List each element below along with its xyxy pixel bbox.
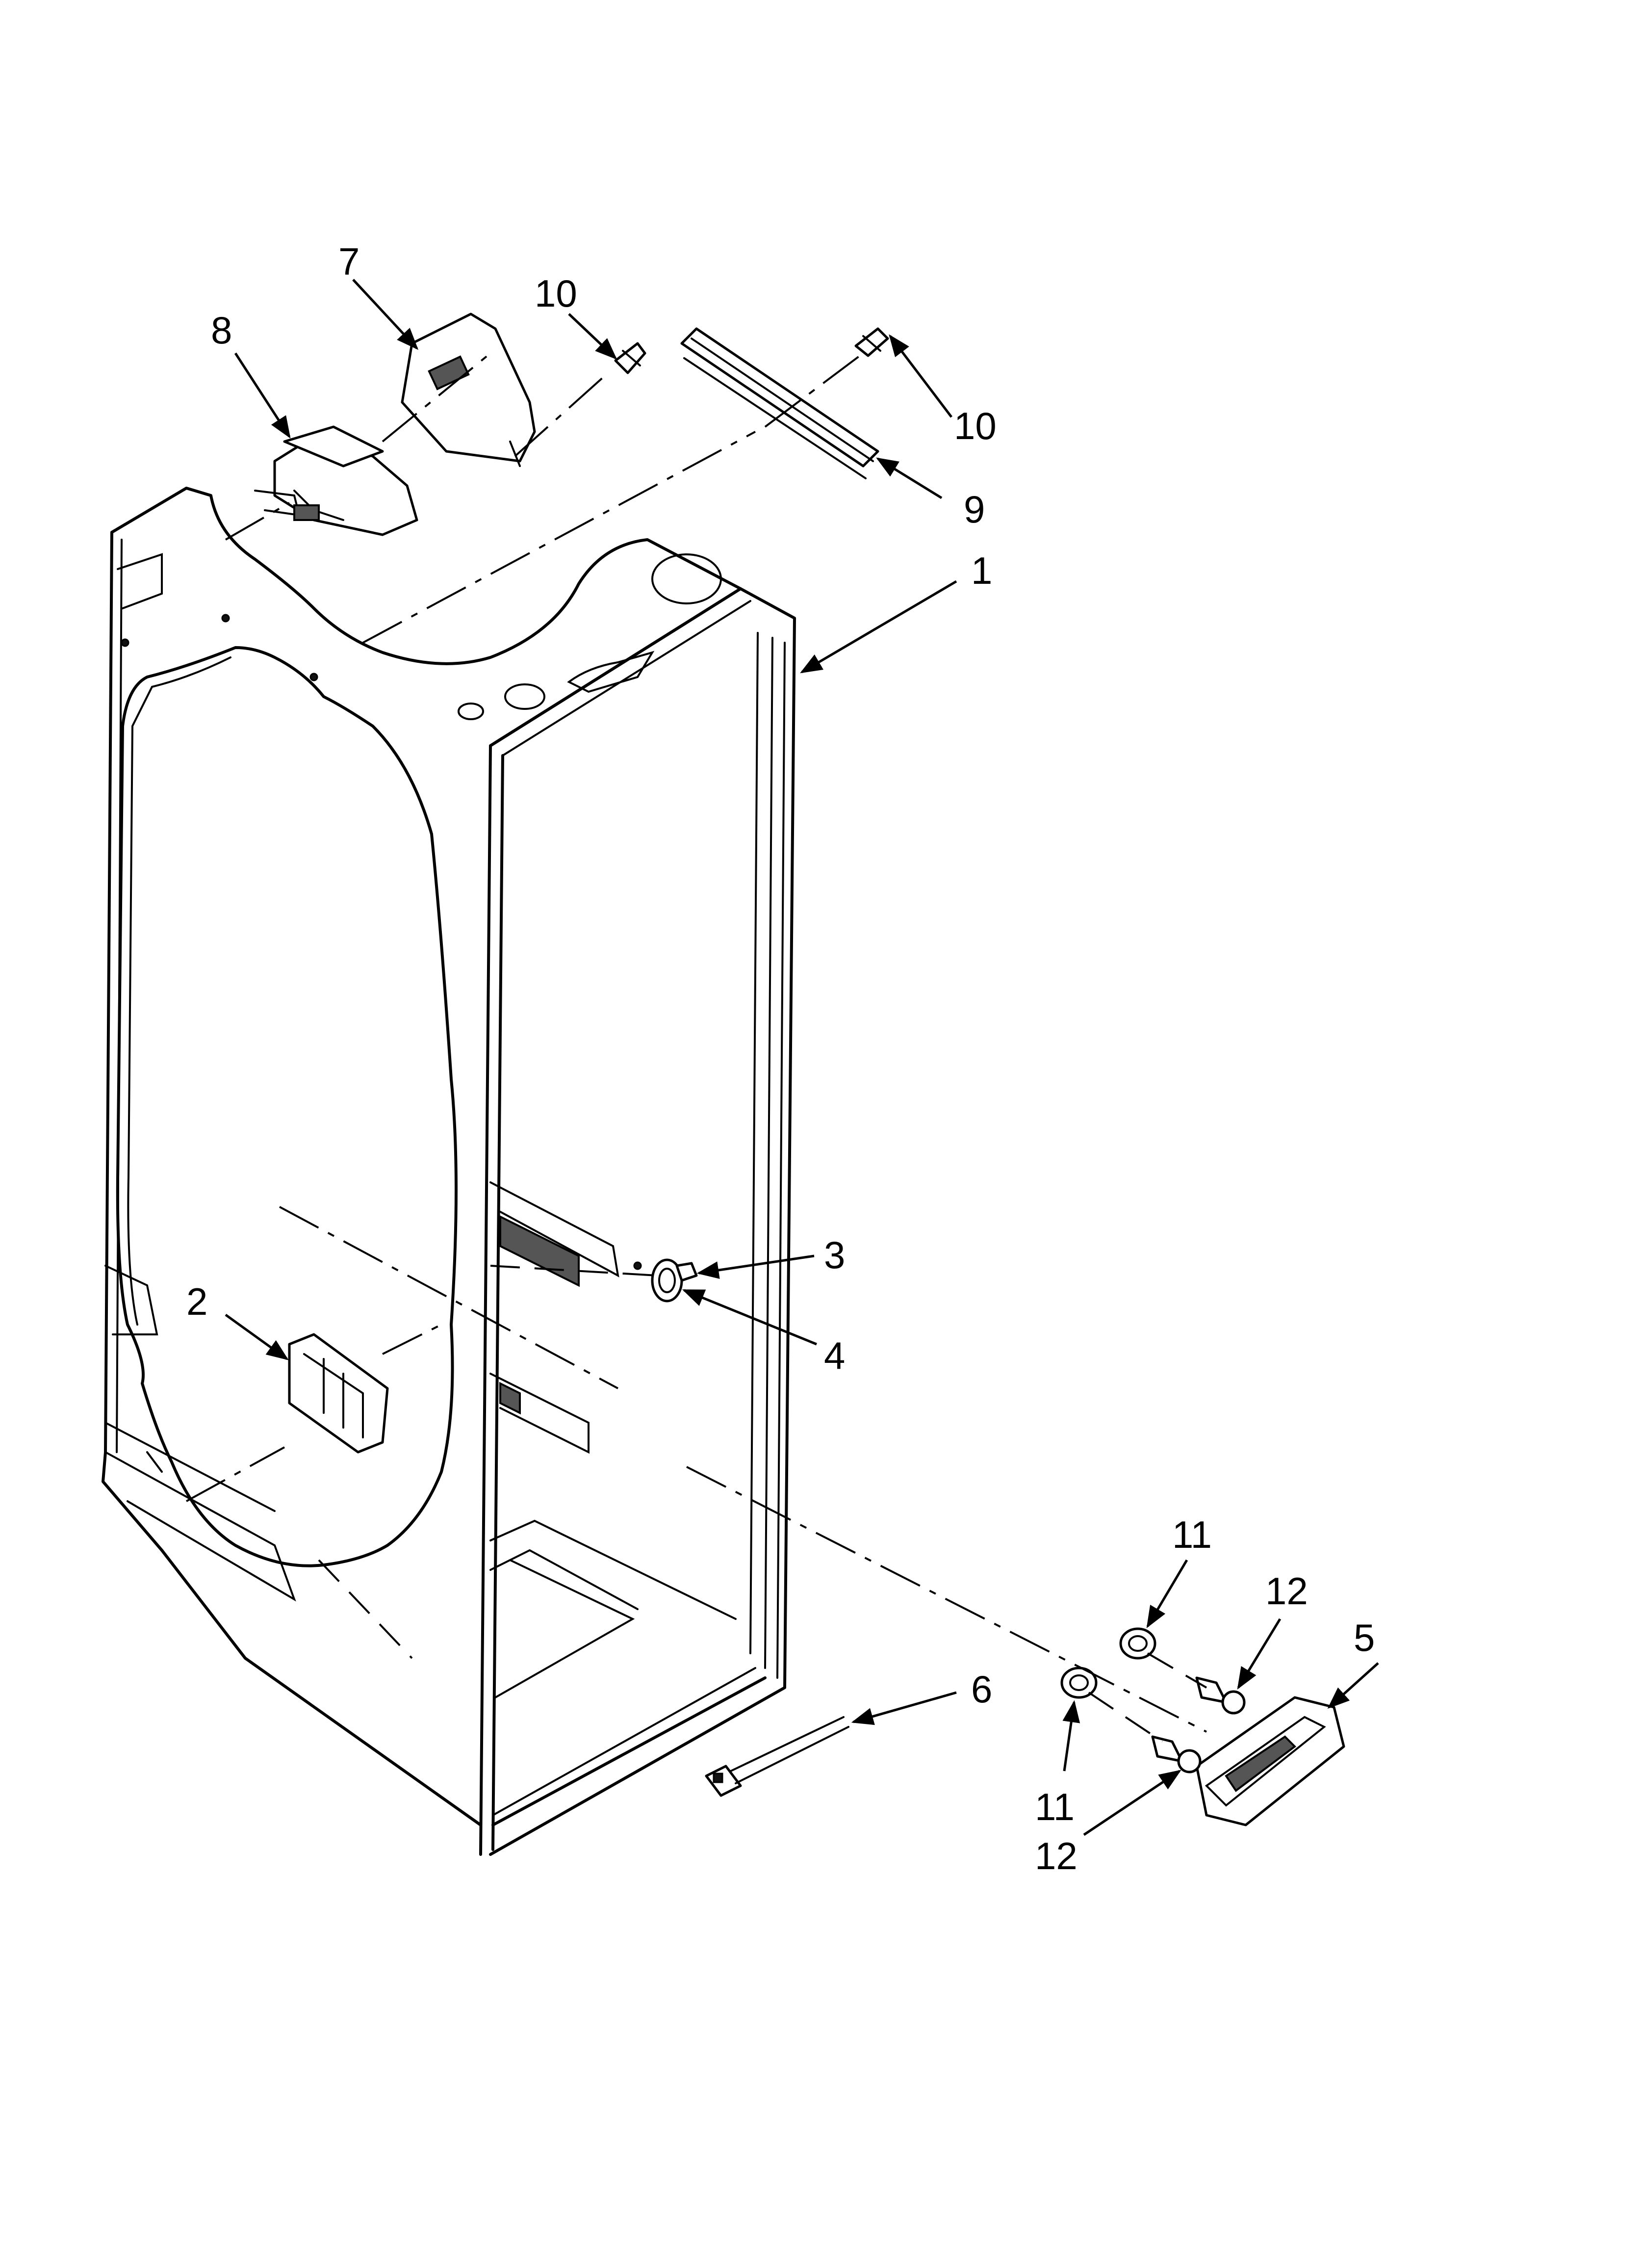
callout-12: 12 [1035, 1834, 1078, 1877]
callout-11: 11 [1172, 1513, 1212, 1556]
callout-7: 7 [338, 240, 359, 283]
light-housing [1195, 1696, 1345, 1826]
socket-11b [1060, 1667, 1098, 1699]
screw-10a [614, 342, 646, 374]
plate [288, 1333, 389, 1454]
callout-12: 12 [1265, 1569, 1308, 1613]
bracket [401, 313, 536, 467]
top-rail [680, 327, 879, 479]
callout-1: 1 [971, 549, 992, 592]
bulb-12b [1151, 1735, 1202, 1773]
callout-10: 10 [535, 272, 577, 315]
control-housing [254, 425, 418, 536]
bulb-12a [1195, 1676, 1246, 1715]
cable-tie [705, 1716, 849, 1797]
callout-3: 3 [824, 1233, 845, 1277]
socket-11a [1119, 1627, 1156, 1660]
callout-labels: 7 10 8 10 9 1 3 2 4 11 12 5 6 11 12 [186, 240, 1375, 1877]
callout-4: 4 [824, 1334, 845, 1377]
callout-9: 9 [964, 488, 985, 531]
alignment-lines [186, 352, 1207, 1743]
cabinet-liner [102, 487, 796, 1856]
callout-2: 2 [186, 1280, 207, 1323]
leader-lines [225, 279, 1379, 1836]
callout-10: 10 [954, 404, 997, 447]
callout-11: 11 [1035, 1785, 1075, 1828]
callout-5: 5 [1354, 1616, 1375, 1659]
screw-10b [854, 327, 889, 357]
knob-assembly [651, 1258, 698, 1303]
callout-8: 8 [211, 309, 232, 352]
callout-6: 6 [971, 1668, 992, 1711]
